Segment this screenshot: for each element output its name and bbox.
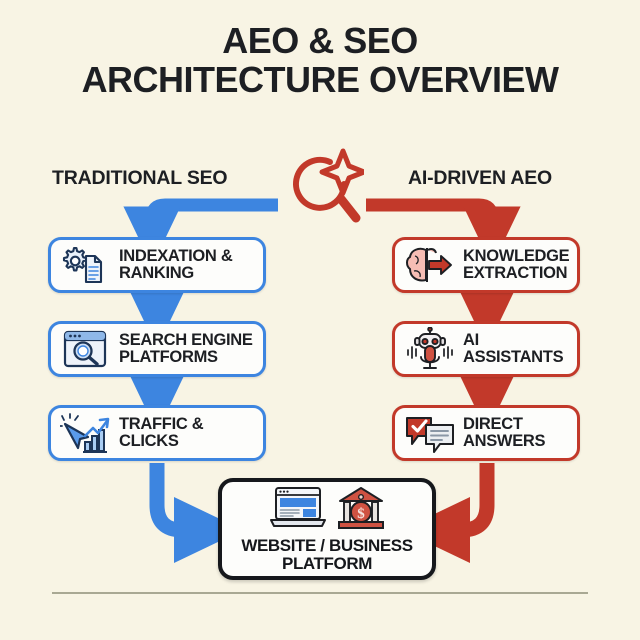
bottom-divider [52, 592, 588, 594]
step-label-line-2: PLATFORMS [119, 348, 218, 366]
step-label-line-1: TRAFFIC & [119, 414, 204, 433]
step-search-engine-platforms[interactable]: SEARCH ENGINE PLATFORMS [48, 321, 266, 377]
column-header-ai-driven-aeo: AI-DRIVEN AEO [408, 167, 553, 189]
step-label-line-2: CLICKS [119, 432, 179, 450]
cursor-bar-chart-icon [60, 411, 112, 455]
brain-arrow-icon [404, 243, 456, 287]
hub-label-line-1: WEBSITE / BUSINESS [241, 535, 413, 555]
robot-microphone-icon [404, 327, 456, 371]
step-label: INDEXATION & RANKING [119, 246, 233, 283]
step-label-line-2: RANKING [119, 264, 194, 282]
step-label: AI ASSISTANTS [463, 330, 569, 367]
step-traffic-clicks[interactable]: TRAFFIC & CLICKS [48, 405, 266, 461]
step-ai-assistants[interactable]: AI ASSISTANTS [392, 321, 580, 377]
step-label-line-1: INDEXATION & [119, 246, 233, 265]
hub-label: WEBSITE / BUSINESS PLATFORM [241, 535, 413, 573]
bank-business-icon: $ [337, 485, 385, 536]
step-label: KNOWLEDGE EXTRACTION [463, 246, 570, 283]
step-indexation-ranking[interactable]: INDEXATION & RANKING [48, 237, 266, 293]
step-label: DIRECT ANSWERS [463, 414, 546, 451]
magnifier-sparkle-icon [288, 146, 367, 228]
step-label-line-2: ANSWERS [463, 432, 546, 450]
gear-document-icon [60, 243, 112, 287]
page-title: AEO & SEO ARCHITECTURE OVERVIEW [0, 20, 640, 100]
title-line-1: AEO & SEO [222, 20, 418, 61]
step-label: SEARCH ENGINE PLATFORMS [119, 330, 253, 367]
arrow-seo-to-hub [149, 463, 243, 563]
step-label-line-1: DIRECT [463, 414, 523, 433]
step-label-line-1: SEARCH ENGINE [119, 330, 253, 349]
title-line-2: ARCHITECTURE OVERVIEW [81, 58, 559, 100]
step-label-line-1: AI ASSISTANTS [463, 330, 564, 366]
step-label: TRAFFIC & CLICKS [119, 414, 204, 451]
svg-text:$: $ [357, 506, 365, 522]
step-label-line-1: KNOWLEDGE [463, 246, 570, 265]
laptop-website-icon [269, 485, 329, 536]
column-header-traditional-seo: TRADITIONAL SEO [52, 167, 228, 189]
arrow-seo-entry [123, 198, 278, 267]
step-knowledge-extraction[interactable]: KNOWLEDGE EXTRACTION [392, 237, 580, 293]
hub-icon-group: $ [269, 486, 385, 536]
step-label-line-2: EXTRACTION [463, 264, 568, 282]
browser-magnifier-icon [60, 327, 112, 371]
speech-bubbles-check-icon [404, 411, 456, 455]
step-direct-answers[interactable]: DIRECT ANSWERS [392, 405, 580, 461]
hub-website-business-platform[interactable]: $ WEBSITE / BUSINESS PLATFORM [218, 478, 436, 580]
hub-label-line-2: PLATFORM [282, 553, 372, 573]
arrow-aeo-entry [366, 198, 521, 267]
arrow-aeo-to-hub [401, 463, 495, 564]
